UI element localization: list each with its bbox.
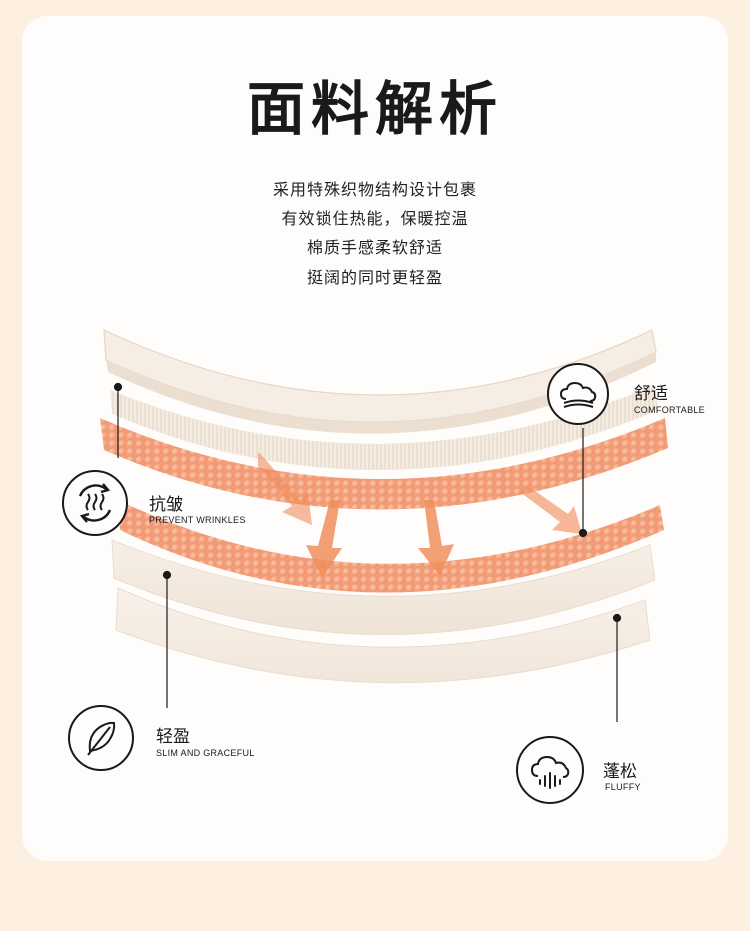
description-line-1: 采用特殊织物结构设计包裹 xyxy=(272,180,477,199)
fabric-bead-layer-lower xyxy=(118,500,664,593)
feather-icon xyxy=(68,705,134,771)
description-line-4: 挺阔的同时更轻盈 xyxy=(306,268,443,287)
feature-slim-title: 轻盈 xyxy=(156,727,190,747)
feature-fluffy-title: 蓬松 xyxy=(603,762,637,782)
heat-arrows xyxy=(258,452,582,578)
fabric-layer-lower xyxy=(111,539,656,635)
feature-comfortable-subtitle: COMFORTABLE xyxy=(634,405,705,415)
fluffy-cloud-icon xyxy=(516,736,584,804)
feature-comfortable-title: 舒适 xyxy=(634,384,668,404)
feature-slim-subtitle: SLIM AND GRACEFUL xyxy=(156,748,255,758)
description-line-2: 有效锁住热能，保暖控温 xyxy=(281,209,469,228)
feature-fluffy-subtitle: FLUFFY xyxy=(605,782,641,792)
cloud-icon xyxy=(547,363,609,425)
description-line-3: 棉质手感柔软舒适 xyxy=(306,238,443,257)
fabric-layer-ribbed xyxy=(110,385,658,471)
feature-prevent-wrinkles-title: 抗皱 xyxy=(149,495,183,515)
anti-wrinkle-icon xyxy=(62,470,128,536)
fabric-bead-layer-upper xyxy=(100,418,668,510)
fabric-layer-bottom xyxy=(115,587,651,684)
feature-prevent-wrinkles-subtitle: PREVENT WRINKLES xyxy=(149,515,246,525)
page-title: 面料解析 xyxy=(246,75,503,143)
